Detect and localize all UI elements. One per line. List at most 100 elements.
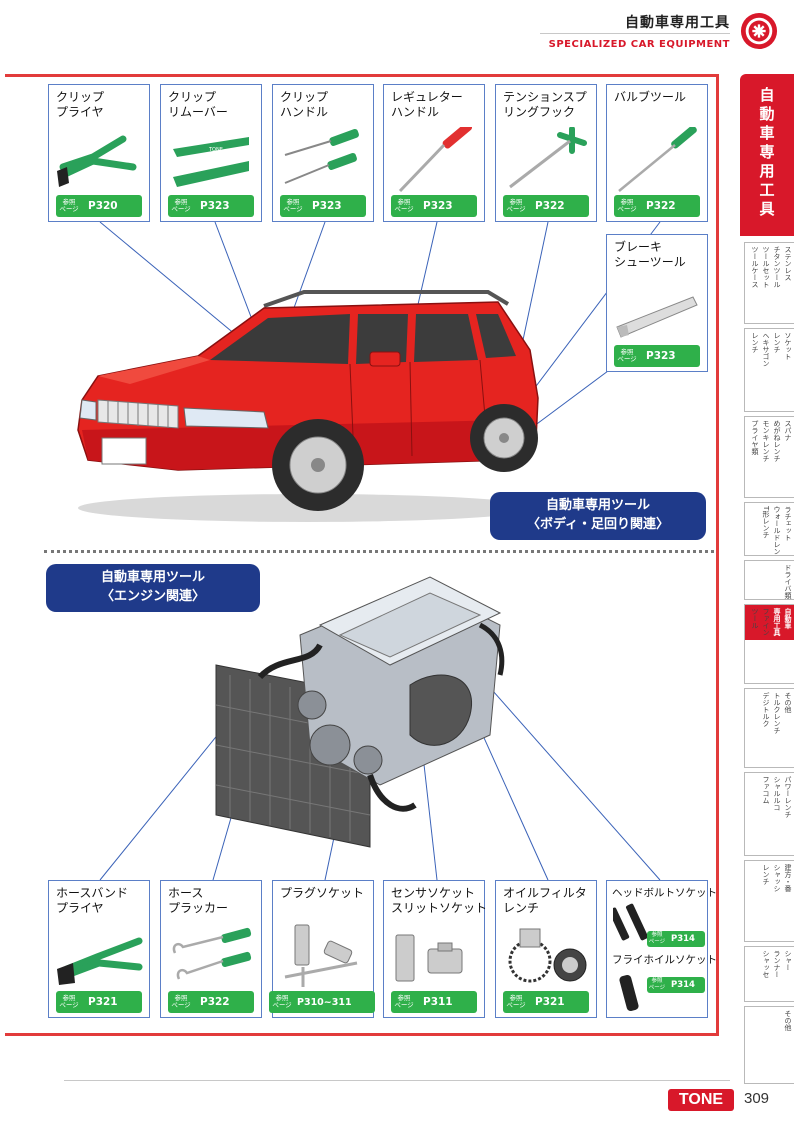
ref-label: 参照ページ (506, 198, 526, 213)
product-name: ホースバンドプライヤ (56, 886, 129, 915)
product-name: ホースプラッカー (168, 886, 229, 915)
ref-label: 参照ページ (394, 994, 414, 1009)
ref-page-badge-flywheel[interactable]: 参照ページ P314 (647, 977, 705, 993)
ref-label: 参照ページ (394, 198, 414, 213)
side-index-tab[interactable]: ステンレスチタンツールツールセットツールケース (744, 242, 794, 324)
ref-label: 参照ページ (648, 978, 666, 991)
hose-plucker-icon (172, 927, 252, 980)
side-index-tab[interactable]: その他 (744, 1006, 794, 1084)
ref-label: 参照ページ (59, 994, 79, 1009)
ref-page-badge[interactable]: 参照ページ P311 (391, 991, 477, 1013)
side-index-tab[interactable]: その他トルクレンチデジトルク (744, 688, 794, 768)
ref-label: 参照ページ (272, 994, 292, 1009)
side-index-tab-label: ファコム (762, 776, 770, 804)
side-index-tab-label: シャッシ (773, 864, 781, 892)
side-index-current-label: 自動車専用工具 (759, 86, 775, 218)
brake-shoe-tool-icon (616, 296, 698, 338)
page-title: 自動車専用工具 (625, 15, 730, 31)
product-name: ヘッドボルトソケット (612, 887, 717, 899)
engine-section-banner: 自動車専用ツール 〈エンジン関連〉 (46, 564, 260, 612)
flywheel-socket-icon (619, 974, 639, 1012)
side-index-tab-label: ステンレス (784, 246, 792, 281)
body-section-banner: 自動車専用ツール 〈ボディ・足回り関連〉 (490, 492, 706, 540)
ref-label: 参照ページ (171, 994, 191, 1009)
product-card-head-bolt-socket[interactable]: ヘッドボルトソケット 参照ページ P314 フライホイルソケット 参照ページ P… (606, 880, 717, 1018)
side-index-tab-label: トルクレンチ (773, 692, 781, 734)
ref-label: 参照ページ (648, 932, 666, 945)
side-index-tab[interactable]: シャーランナーシャッセ (744, 946, 794, 1002)
ref-label: 参照ページ (617, 348, 637, 363)
side-index-tab-label: ウォールドレンチ (773, 506, 781, 556)
side-index-tab-label: その他 (784, 692, 792, 713)
ref-page-badge-head-bolt[interactable]: 参照ページ P314 (647, 931, 705, 947)
ref-label: 参照ページ (283, 198, 303, 213)
ref-page: P322 (646, 200, 676, 212)
ref-page-badge[interactable]: 参照ページ P322 (503, 195, 589, 217)
side-index-tab-label: めがねレンチ (773, 420, 781, 462)
oil-filter-wrench-icon (508, 928, 587, 983)
ref-page: P314 (671, 980, 695, 990)
product-card[interactable]: ホースプラッカー参照ページ P322 (160, 880, 262, 1018)
plug-socket-icon (284, 924, 358, 987)
side-index-tab[interactable]: ドライバ類 (744, 560, 794, 600)
content-frame (5, 74, 719, 1036)
side-index-tab-label: レンチ (762, 864, 770, 885)
side-index-tab[interactable]: 自動車専用工具ファインツール (744, 604, 794, 684)
side-index-tab-label: 専用工具 (773, 608, 781, 636)
product-name: フライホイルソケット (612, 954, 717, 966)
side-index-tab-label: プライヤ類 (751, 420, 759, 455)
ref-page-badge[interactable]: 参照ページ P322 (168, 991, 254, 1013)
header-divider (540, 33, 730, 34)
ref-page: P311 (423, 996, 453, 1008)
clip-pliers-icon (57, 135, 137, 187)
ref-page: P323 (200, 200, 230, 212)
side-index-tab-label: レンチ (751, 332, 759, 353)
regulator-handle-icon (398, 127, 473, 193)
section-divider (44, 550, 714, 553)
side-index-tab-label: ファイン (762, 608, 770, 636)
side-index-tab[interactable]: 建方・番シャッシレンチ (744, 860, 794, 942)
side-index-tab-highlight (745, 605, 794, 641)
product-name: テンションスプリングフック (503, 90, 587, 119)
ref-page: P322 (535, 200, 565, 212)
product-name: クリップリムーバー (168, 90, 228, 119)
body-banner-line2: 〈ボディ・足回り関連〉 (526, 517, 670, 532)
ref-page: P322 (200, 996, 230, 1008)
side-index-tab-label: ソケット (784, 332, 792, 360)
side-index-tab-label: シャッセ (762, 950, 770, 978)
ref-label: 参照ページ (59, 198, 79, 213)
head-bolt-socket-icon (613, 903, 648, 941)
ref-page: P321 (535, 996, 565, 1008)
engine-banner-line2: 〈エンジン関連〉 (100, 589, 205, 604)
side-index-tab[interactable]: パワーレンチシャルルコファコム (744, 772, 794, 856)
product-card[interactable]: テンションスプリングフック参照ページ P322 (495, 84, 597, 222)
ref-page: P323 (423, 200, 453, 212)
engine-illustration (215, 576, 505, 848)
side-index-current[interactable]: 自動車専用工具 (740, 74, 794, 236)
clip-handle-icon (284, 128, 359, 184)
footer-divider (64, 1080, 730, 1081)
ref-page-badge[interactable]: 参照ページ P323 (391, 195, 477, 217)
side-index-tab-label: ヘキサゴン (762, 332, 770, 367)
side-index-tab[interactable]: スパナめがねレンチモンキレンチプライヤ類 (744, 416, 794, 498)
side-index-tab[interactable]: ソケットレンチヘキサゴンレンチ (744, 328, 794, 412)
